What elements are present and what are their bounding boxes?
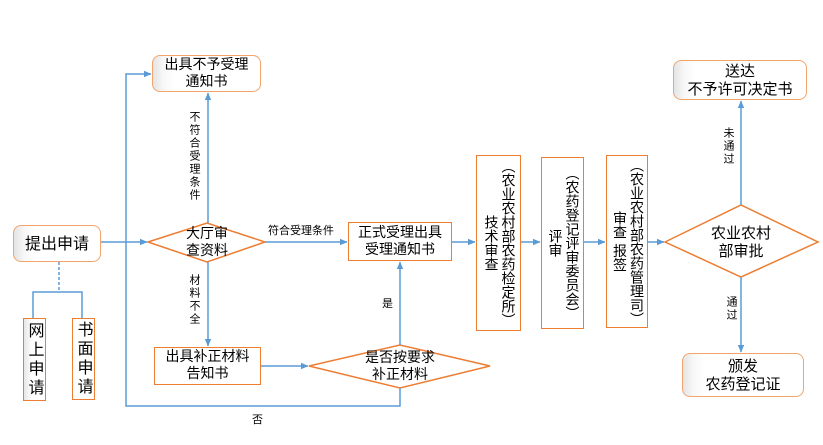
node-committee-review-line-1: 评审 <box>546 229 563 257</box>
label-no: 否 <box>252 413 263 426</box>
node-tech-review-line-1: 技术审查 <box>482 215 499 271</box>
edge-check-no-to-reject-notice <box>125 70 401 407</box>
node-correction-check-line-1: 是否按要求 <box>365 350 435 366</box>
node-tech-review-line-2: （农业农村部农药检定所） <box>499 159 516 327</box>
node-hall-review-line-1: 大厅审 <box>186 226 228 242</box>
node-committee-review: 评审 （农药登记评审委员会） <box>541 157 584 329</box>
node-reject-notice-line-2: 通知书 <box>185 73 228 90</box>
node-online-label: 网上申请 <box>25 321 45 398</box>
label-not-meet-conditions: 不符合受理条件 <box>188 111 201 202</box>
node-paper-application: 书面申请 <box>72 318 95 400</box>
node-admin-review: 审查 报签 （农业农村部农药管理司） <box>606 155 648 328</box>
node-ministry-approval-line-1: 农业农村 <box>710 224 772 242</box>
label-passed: 通过 <box>725 296 738 322</box>
node-hall-review-line-2: 查资料 <box>186 243 228 259</box>
node-accept-notice-line-2: 受理通知书 <box>365 241 435 258</box>
label-not-passed: 未通过 <box>722 127 735 166</box>
node-committee-review-line-2: （农药登记评审委员会） <box>563 166 580 320</box>
node-issue-certificate: 颁发 农药登记证 <box>682 353 804 397</box>
node-submit-label: 提出申请 <box>24 234 89 253</box>
node-reject-notice-line-1: 出具不予受理 <box>164 56 249 73</box>
node-issue-certificate-line-2: 农药登记证 <box>705 375 781 393</box>
node-accept-notice: 正式受理出具 受理通知书 <box>348 222 452 261</box>
node-deny-decision-line-2: 不予许可决定书 <box>687 80 793 98</box>
node-admin-review-line-1: 审查 报签 <box>611 211 627 272</box>
label-meet-conditions: 符合受理条件 <box>268 224 334 237</box>
node-tech-review: 技术审查 （农业农村部农药检定所） <box>476 155 521 331</box>
label-materials-incomplete: 材料不全 <box>188 274 201 326</box>
node-issue-certificate-line-1: 颁发 <box>727 357 758 375</box>
node-deny-decision-line-1: 送达 <box>724 62 755 80</box>
node-admin-review-line-2: （农业农村部农药管理司） <box>628 157 644 326</box>
edge-submit-channels-bracket <box>32 291 83 318</box>
node-correction-notice-line-1: 出具补正材料 <box>165 349 250 365</box>
diamond-correction-check <box>308 344 491 389</box>
node-correction-check-text: 是否按要求 补正材料 <box>365 350 435 384</box>
node-correction-notice-line-2: 告知书 <box>186 366 229 382</box>
node-ministry-approval-text: 农业农村 部审批 <box>711 224 771 260</box>
node-correction-check-line-2: 补正材料 <box>372 367 428 383</box>
node-submit-application: 提出申请 <box>13 225 101 262</box>
node-accept-notice-line-1: 正式受理出具 <box>358 224 442 241</box>
node-paper-label: 书面申请 <box>74 321 94 397</box>
node-correction-notice: 出具补正材料 告知书 <box>154 347 261 385</box>
node-online-application: 网上申请 <box>23 318 46 401</box>
node-ministry-approval-line-2: 部审批 <box>718 242 764 260</box>
diamond-ministry-approval <box>663 204 820 278</box>
node-reject-notice: 出具不予受理 通知书 <box>152 55 261 92</box>
label-yes: 是 <box>382 297 393 310</box>
node-hall-review-text: 大厅审 查资料 <box>186 226 228 260</box>
node-deny-decision: 送达 不予许可决定书 <box>673 60 807 100</box>
